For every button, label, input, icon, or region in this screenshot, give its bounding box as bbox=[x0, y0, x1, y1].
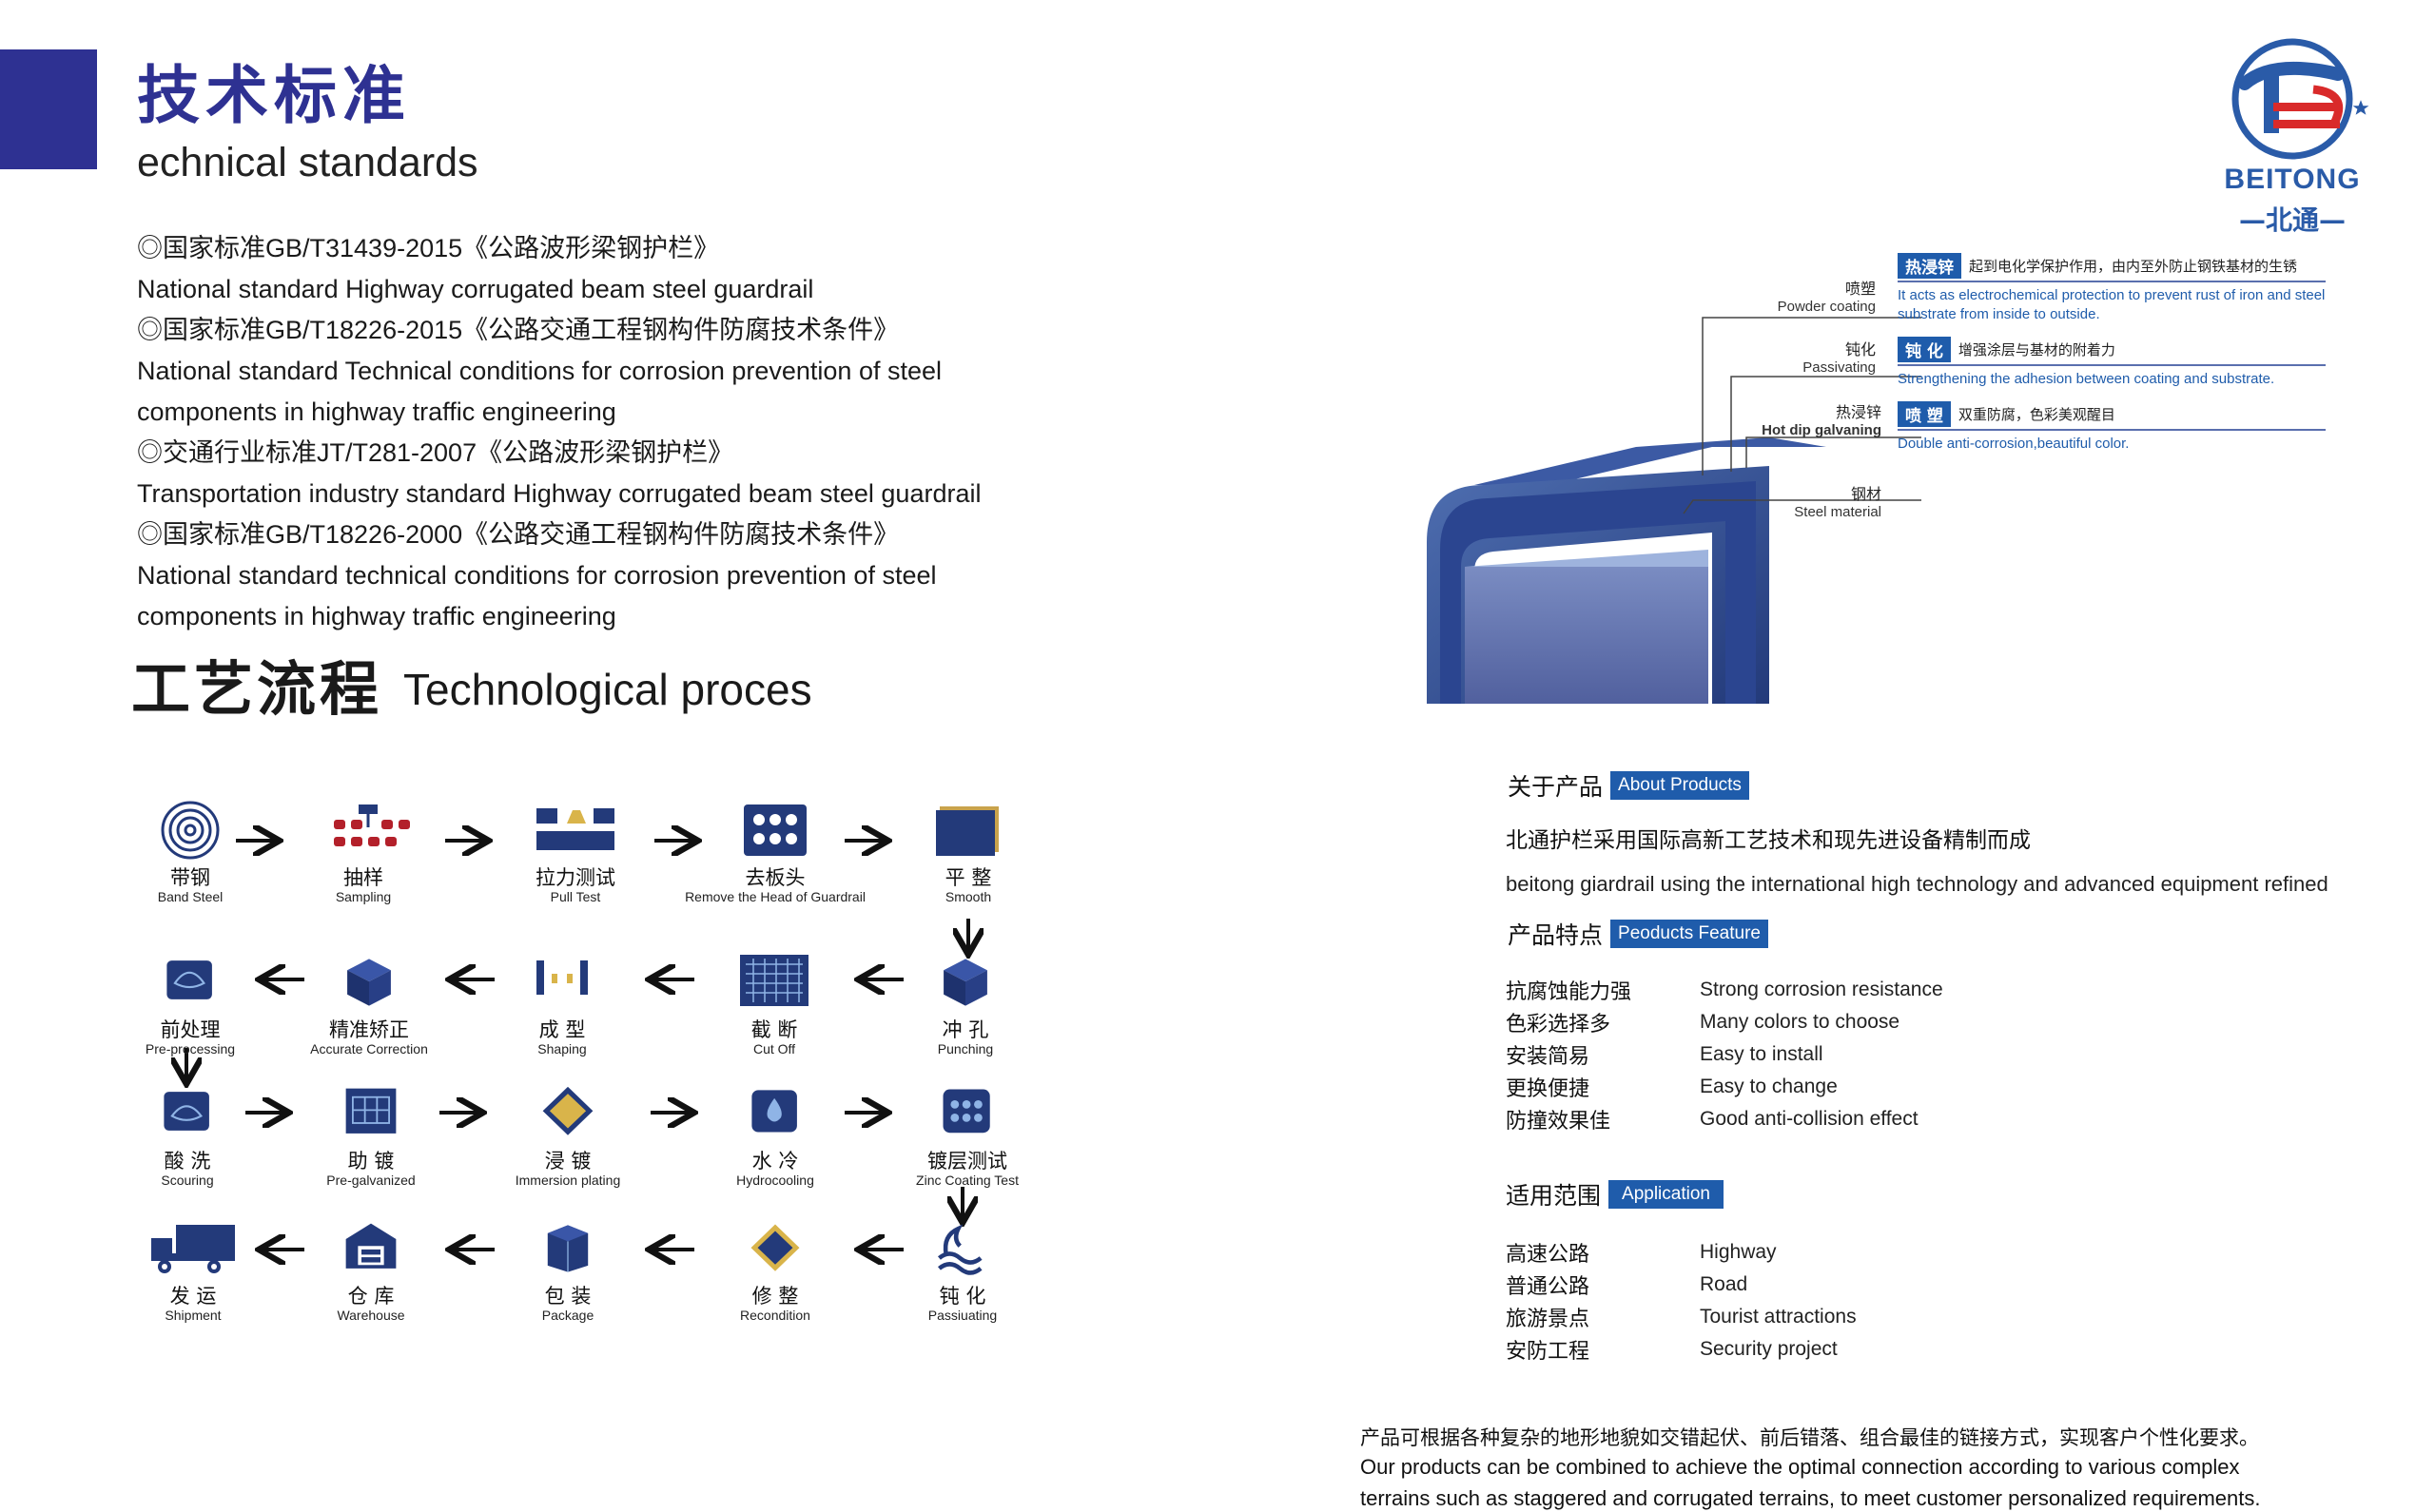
footer-note: 产品可根据各种复杂的地形地貌如交错起伏、前后错落、组合最佳的链接方式，实现客户个… bbox=[1360, 1426, 2261, 1510]
cube-icon bbox=[347, 959, 391, 1006]
accent-bar bbox=[0, 49, 97, 169]
smooth-icon bbox=[936, 806, 999, 856]
warehouse-icon bbox=[345, 1223, 397, 1269]
standard-line: ◎国家标准GB/T18226-2015《公路交通工程钢构件防腐技术条件》 bbox=[137, 316, 900, 344]
standard-line: National standard technical conditions f… bbox=[137, 561, 937, 590]
page-title-en: echnical standards bbox=[137, 140, 478, 185]
standard-line: components in highway traffic engineerin… bbox=[137, 397, 616, 426]
process-step-recondition: 修 整 Recondition bbox=[680, 1217, 870, 1324]
wave-icon bbox=[938, 1224, 983, 1275]
process-step-hydrocooling: 水 冷 Hydrocooling bbox=[680, 1082, 870, 1189]
process-step-sampling: 抽样 Sampling bbox=[268, 799, 458, 905]
shaping-icon bbox=[536, 960, 588, 995]
standards-list: ◎国家标准GB/T31439-2015《公路波形梁钢护栏》 National s… bbox=[137, 228, 1031, 637]
process-title-cn: 工艺流程 bbox=[131, 654, 383, 724]
logo-name-en: BEITONG bbox=[2224, 164, 2361, 195]
process-title-en: Technological proces bbox=[403, 665, 812, 714]
process-step-pre-galvanized: 助 镀 Pre-galvanized bbox=[276, 1082, 466, 1189]
process-step-pull-test: 拉力测试 Pull Test bbox=[480, 799, 671, 905]
process-step-zinc-coating-test: 镀层测试 Zinc Coating Test bbox=[872, 1082, 1062, 1189]
standard-line: components in highway traffic engineerin… bbox=[137, 602, 616, 630]
pre-processing-icon bbox=[166, 960, 212, 999]
layer-info-galvanizing: 热浸锌起到电化学保护作用，由内至外防止钢铁基材的生锈 It acts as el… bbox=[1898, 253, 2326, 324]
process-step-cut-off: 截 断 Cut Off bbox=[679, 951, 869, 1057]
standard-line: ◎交通行业标准JT/T281-2007《公路波形梁钢护栏》 bbox=[137, 438, 734, 467]
standard-line: National standard Technical conditions f… bbox=[137, 357, 942, 385]
about-text-en: beitong giardrail using the internationa… bbox=[1506, 872, 2328, 896]
process-step-warehouse: 仓 库 Warehouse bbox=[276, 1217, 466, 1324]
sampling-icon bbox=[334, 804, 410, 846]
pull-test-icon bbox=[536, 808, 614, 850]
pre-galvanized-icon bbox=[345, 1088, 397, 1134]
water-drop-icon bbox=[751, 1090, 797, 1133]
immersion-icon bbox=[542, 1086, 594, 1135]
process-flow-arrows bbox=[124, 780, 1056, 1350]
recondition-icon bbox=[750, 1224, 800, 1271]
coating-test-icon bbox=[943, 1089, 990, 1134]
features-heading: 产品特点 Peoducts Feature bbox=[1508, 917, 1768, 951]
standard-line: ◎国家标准GB/T18226-2000《公路交通工程钢构件防腐技术条件》 bbox=[137, 520, 900, 549]
guardrail-section-diagram bbox=[1427, 317, 1921, 704]
process-step-shaping: 成 型 Shaping bbox=[467, 951, 657, 1057]
process-step-scouring: 酸 洗 Scouring bbox=[92, 1082, 282, 1189]
coil-icon bbox=[161, 801, 220, 860]
package-icon bbox=[547, 1225, 589, 1272]
layer-label-passivating: 钝化 Passivating bbox=[1802, 342, 1876, 376]
process-step-smooth: 平 整 Smooth bbox=[873, 799, 1063, 905]
logo-name-cn: —北通— bbox=[2238, 204, 2346, 236]
about-heading: 关于产品 About Products bbox=[1508, 768, 1749, 803]
process-step-package: 包 装 Package bbox=[473, 1217, 663, 1324]
layer-info-passivation: 钝 化增强涂层与基材的附着力 Strengthening the adhesio… bbox=[1898, 337, 2326, 389]
standard-line: ◎国家标准GB/T31439-2015《公路波形梁钢护栏》 bbox=[137, 234, 720, 262]
layer-info-powder: 喷 塑双重防腐，色彩美观醒目 Double anti-corrosion,bea… bbox=[1898, 401, 2326, 454]
layer-label-galvaning: 热浸锌 Hot dip galvaning bbox=[1762, 405, 1881, 438]
process-step-pre-processing: 前处理 Pre-processing bbox=[95, 951, 285, 1057]
application-heading: 适用范围 Application bbox=[1506, 1177, 1724, 1212]
scouring-icon bbox=[164, 1092, 209, 1131]
process-step-shipment: 发 运 Shipment bbox=[98, 1217, 288, 1324]
process-step-punching: 冲 孔 Punching bbox=[870, 951, 1061, 1057]
standard-line: National standard Highway corrugated bea… bbox=[137, 275, 814, 303]
beitong-logo bbox=[2231, 38, 2369, 160]
truck-icon bbox=[151, 1225, 235, 1273]
standard-line: Transportation industry standard Highway… bbox=[137, 479, 982, 508]
process-step-accurate-correction: 精准矫正 Accurate Correction bbox=[274, 951, 464, 1057]
cut-off-icon bbox=[740, 955, 808, 1006]
layer-label-powder: 喷塑 Powder coating bbox=[1777, 281, 1876, 315]
layer-label-steel: 钢材 Steel material bbox=[1794, 487, 1881, 520]
process-step-immersion-plating: 浸 镀 Immersion plating bbox=[473, 1082, 663, 1189]
process-step-band-steel: 带钢 Band Steel bbox=[95, 799, 285, 905]
process-step-passivation: 钝 化 Passiuating bbox=[867, 1217, 1058, 1324]
about-text-cn: 北通护栏采用国际高新工艺技术和现先进设备精制而成 bbox=[1506, 828, 2031, 853]
page-title-cn: 技术标准 bbox=[137, 59, 411, 132]
remove-head-icon bbox=[744, 804, 807, 856]
cube-icon bbox=[944, 959, 987, 1006]
process-step-remove-head: 去板头 Remove the Head of Guardrail bbox=[680, 799, 870, 905]
